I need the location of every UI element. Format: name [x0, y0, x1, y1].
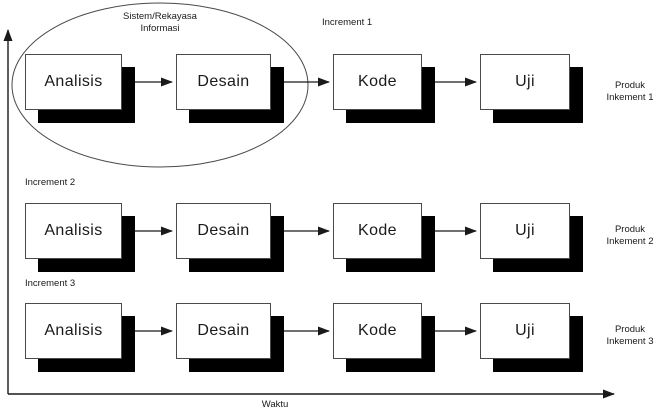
product-1-line1: Produk: [614, 80, 646, 91]
process-box-analisis-3: Analisis: [25, 303, 122, 359]
product-3-line2: Inkement 3: [606, 335, 654, 347]
system-oval-label: Sistem/Rekayasa Informasi: [97, 11, 223, 34]
process-box-kode-2: Kode: [333, 203, 422, 259]
system-oval-label-line2: Informasi: [140, 22, 180, 34]
process-box-analisis-2: Analisis: [25, 203, 122, 259]
process-box-desain-1: Desain: [176, 54, 271, 110]
product-3-line1: Produk: [614, 324, 646, 335]
process-box-uji-3: Uji: [480, 303, 570, 359]
process-box-kode-1: Kode: [333, 54, 422, 110]
increment-3-label: Increment 3: [25, 278, 76, 289]
process-box-desain-2: Desain: [176, 203, 271, 259]
product-increment-3-label: Produk Inkement 3: [592, 324, 655, 347]
increment-2-label: Increment 2: [25, 177, 76, 188]
process-box-kode-3: Kode: [333, 303, 422, 359]
product-increment-1-label: Produk Inkement 1: [592, 80, 655, 103]
increment-1-label: Increment 1: [322, 17, 373, 28]
product-increment-2-label: Produk Inkement 2: [592, 224, 655, 247]
product-1-line2: Inkement 1: [606, 91, 654, 103]
product-2-line2: Inkement 2: [606, 235, 654, 247]
process-box-desain-3: Desain: [176, 303, 271, 359]
process-box-analisis-1: Analisis: [25, 54, 122, 110]
x-axis-label: Waktu: [261, 399, 289, 410]
process-box-uji-2: Uji: [480, 203, 570, 259]
system-oval-label-line1: Sistem/Rekayasa: [123, 11, 197, 22]
process-box-uji-1: Uji: [480, 54, 570, 110]
product-2-line1: Produk: [614, 224, 646, 235]
system-group-ellipse: [11, 2, 309, 168]
